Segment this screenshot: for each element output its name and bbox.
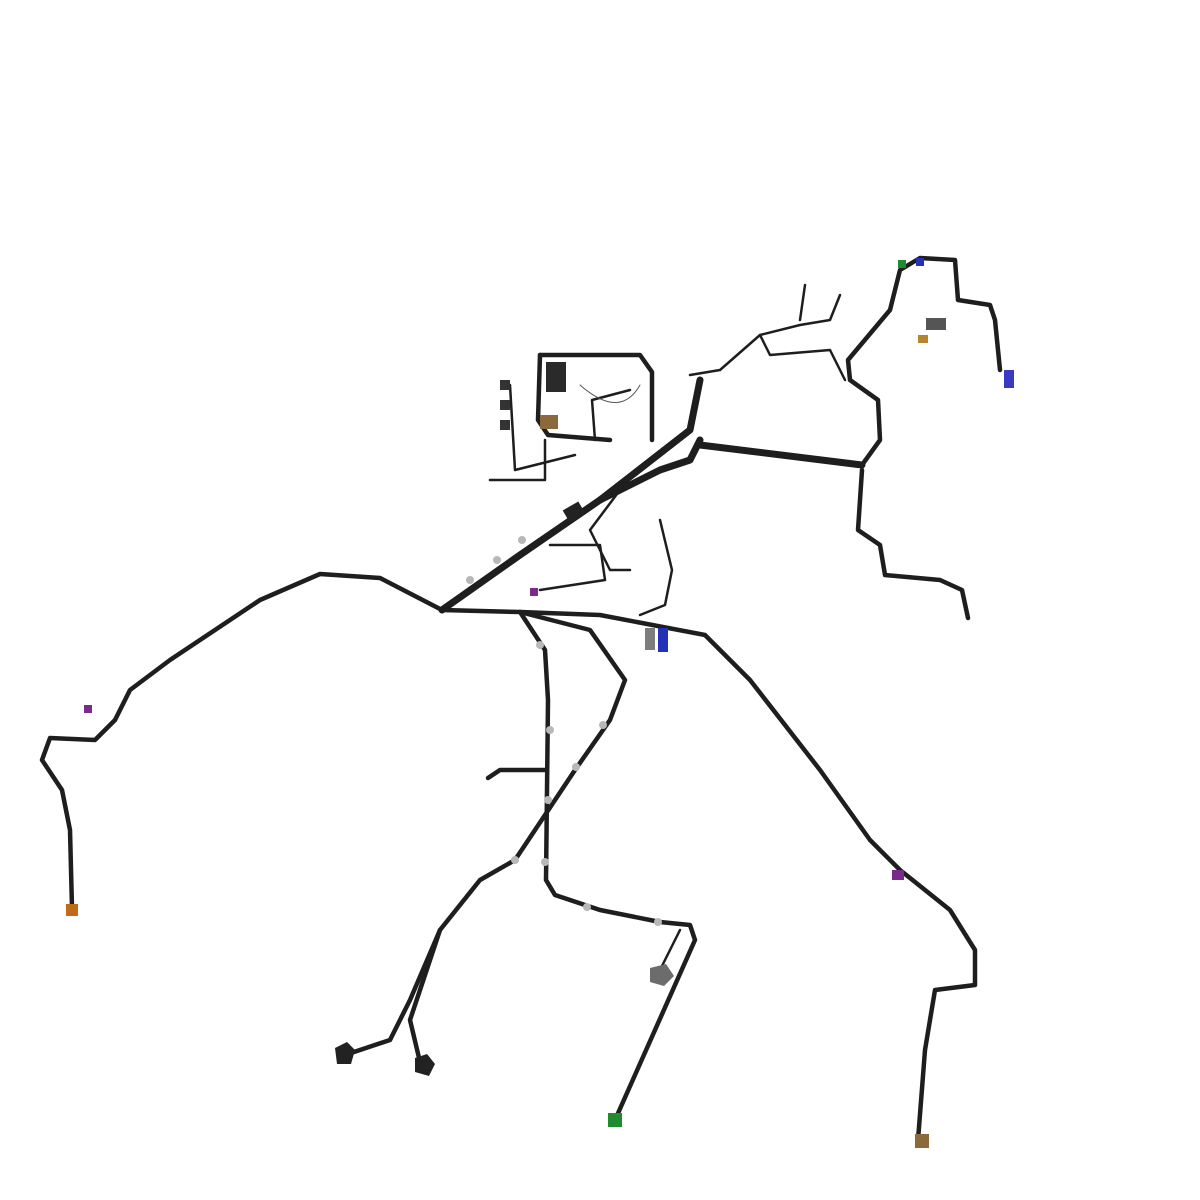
connector-black [500,380,510,390]
connector-blue [1004,370,1014,388]
connector-green [898,260,906,268]
connector-purple [84,705,92,713]
connector-gray-oval [650,964,674,986]
connector-black [500,420,510,430]
connector-tan [918,335,928,343]
lower-branches [39,571,978,1143]
connector-black-large [335,1042,355,1064]
connector-tan [915,1134,929,1148]
connector-tan [540,415,558,429]
connector-black [500,400,510,410]
connector-blue [658,628,668,652]
module-black [562,501,586,523]
connector-purple [892,870,904,880]
main-trunk [438,255,1003,621]
connector-gray [645,628,655,650]
connector-purple [530,588,538,596]
connector-green [608,1113,622,1127]
clips [466,536,662,926]
connector-black-large [415,1054,435,1076]
connectors [66,258,1014,1148]
connector-blue [916,258,924,266]
module-gray [926,318,946,330]
upper-branches [488,283,847,617]
connector-orange [66,904,78,916]
ecu-module [546,362,566,392]
